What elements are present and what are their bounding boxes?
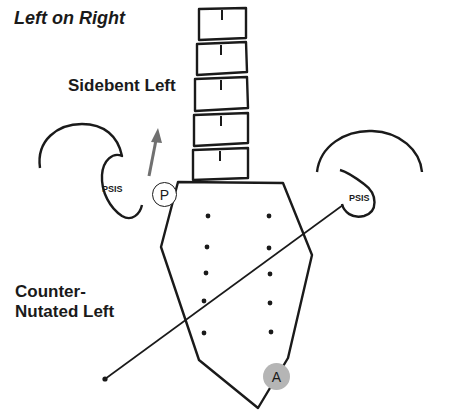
motion-label: Counter-Nutated Left	[15, 282, 133, 321]
vertebra	[197, 42, 247, 75]
node-text: P	[160, 187, 169, 203]
landmark-label: PSIS	[102, 184, 123, 194]
landmark-label: PSIS	[348, 193, 371, 203]
diagram-title: Left on Right	[14, 8, 125, 29]
vertebra	[193, 148, 248, 180]
left-ilium	[40, 124, 142, 218]
point-circle: A	[263, 363, 290, 390]
vertebra	[195, 77, 248, 111]
sacrum	[161, 182, 312, 408]
point-circle: P	[152, 182, 177, 207]
vertebra	[194, 113, 248, 146]
node-text: A	[272, 369, 281, 385]
right-ilium	[317, 131, 422, 217]
motion-label: Sidebent Left	[68, 76, 176, 96]
vertebra	[199, 8, 246, 40]
